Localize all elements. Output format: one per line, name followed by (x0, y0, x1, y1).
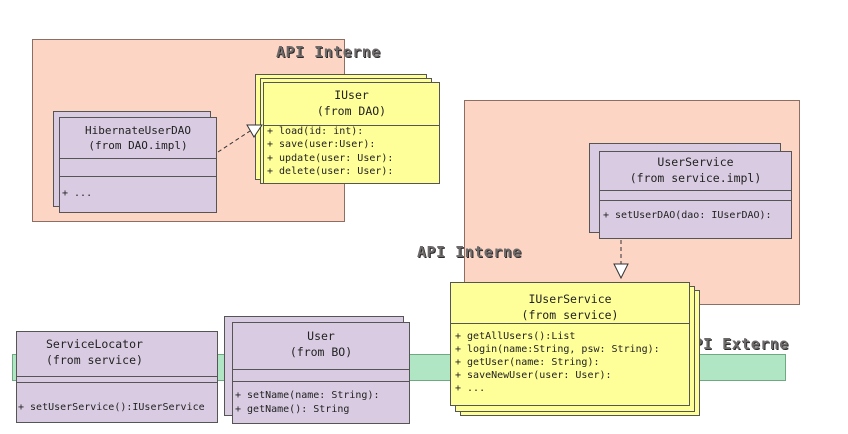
operation: + setUserService():IUserService (18, 402, 205, 413)
operation: + saveNewUser(user: User): (455, 370, 612, 381)
class-divider (60, 158, 216, 159)
class-divider (17, 382, 217, 383)
class-divider (233, 381, 409, 382)
operation: + setName(name: String): (235, 390, 380, 401)
class-package: (from DAO.impl) (88, 139, 188, 152)
class-name: UserService (657, 155, 734, 169)
api-interne-label-right: API Interne (417, 243, 522, 261)
class-iuser-service[interactable]: IUserService (from service) + getAllUser… (450, 282, 690, 406)
class-package: (from BO) (289, 345, 353, 359)
operation: + getAllUsers():List (455, 331, 576, 342)
operation: + ... (62, 188, 93, 199)
class-user[interactable]: User (from BO) + setName(name: String): … (232, 322, 410, 424)
operation: + getUser(name: String): (455, 357, 600, 368)
operation: + getName(): String (235, 404, 350, 415)
class-name: IUserService (528, 292, 612, 306)
class-package: (from service.impl) (629, 171, 762, 185)
class-iuser[interactable]: IUser (from DAO) + load(id: int): + save… (263, 82, 440, 184)
api-interne-label-top: API Interne (276, 43, 381, 61)
realization-arrow-hibernate-to-iuser (217, 124, 263, 153)
operation: + ... (455, 383, 486, 394)
operation: + login(name:String, psw: String): (455, 344, 660, 355)
class-divider (451, 323, 689, 324)
class-name: HibernateUserDAO (85, 124, 191, 137)
class-name: ServiceLocator (46, 337, 143, 351)
class-hibernate-user-dao[interactable]: HibernateUserDAO (from DAO.impl) + ... (59, 117, 217, 213)
operation: + update(user: User): (267, 153, 394, 164)
class-name: User (307, 329, 335, 343)
class-divider (600, 190, 791, 191)
api-externe-label: API Externe (684, 335, 789, 353)
class-divider (60, 176, 216, 177)
operation: + delete(user: User): (267, 166, 394, 177)
class-divider (264, 125, 439, 126)
class-user-service[interactable]: UserService (from service.impl) + setUse… (599, 151, 792, 239)
operation: + load(id: int): (267, 126, 364, 137)
class-package: (from service) (521, 308, 619, 322)
class-package: (from DAO) (316, 104, 387, 118)
operation: + setUserDAO(dao: IUserDAO): (603, 210, 772, 221)
class-divider (17, 376, 217, 377)
realization-arrow-userservice-to-iuserservice (613, 240, 629, 280)
class-package: (from service) (46, 353, 143, 367)
class-service-locator[interactable]: ServiceLocator (from service) + setUserS… (16, 331, 218, 423)
operation: + save(user:User): (267, 139, 376, 150)
class-divider (233, 369, 409, 370)
class-divider (600, 200, 791, 201)
class-name: IUser (334, 88, 369, 102)
